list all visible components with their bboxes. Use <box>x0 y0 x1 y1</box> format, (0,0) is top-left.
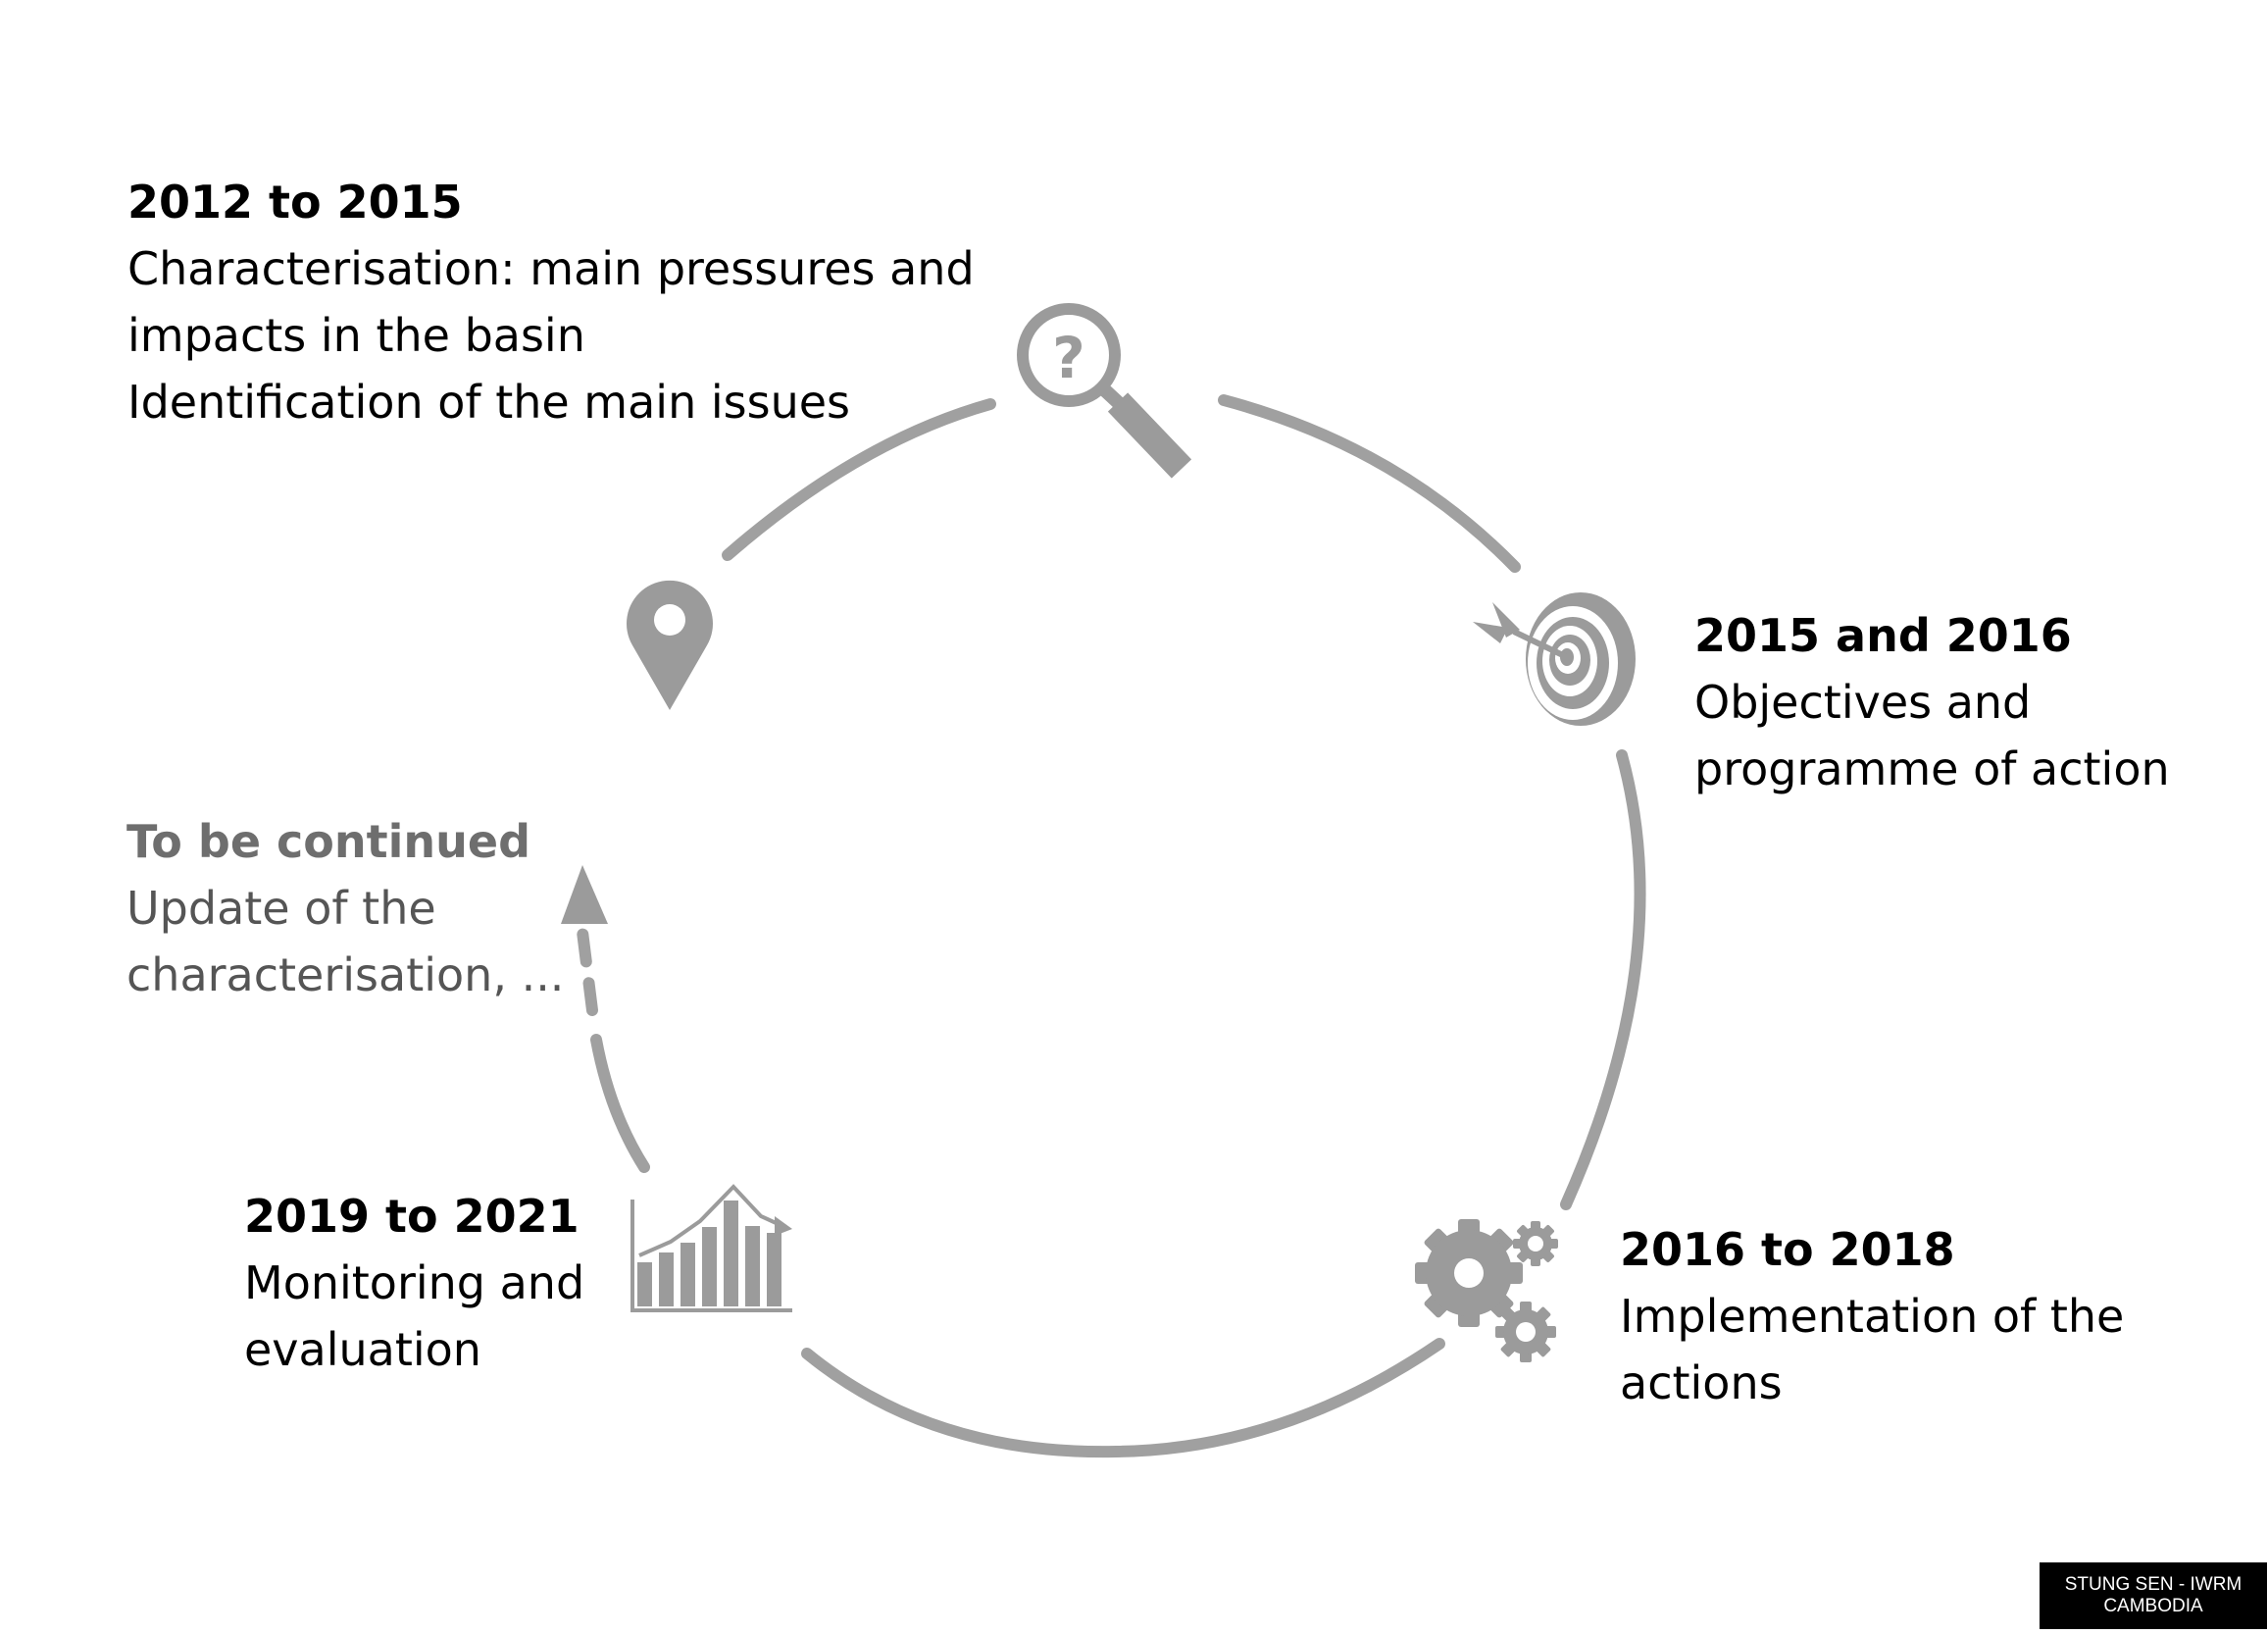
stage-description-line: Objectives and <box>1694 676 2032 729</box>
svg-text:?: ? <box>1052 325 1085 391</box>
stage-period: 2016 to 2018 <box>1620 1223 1955 1276</box>
stage-description-line: evaluation <box>244 1323 481 1376</box>
badge-line-1: STUNG SEN - IWRM <box>2064 1574 2243 1595</box>
stage-period: 2015 and 2016 <box>1694 609 2072 662</box>
stage-description-line: impacts in the basin <box>127 309 585 362</box>
stage-description-line: Monitoring and <box>244 1256 585 1309</box>
stage-description-line: Update of the <box>126 882 436 935</box>
stage-monitoring: 2019 to 2021 Monitoring and evaluation <box>244 1183 584 1383</box>
stage-description-line: Identification of the main issues <box>127 376 850 429</box>
stage-description-line: Implementation of the <box>1620 1290 2125 1343</box>
stage-period: To be continued <box>126 815 531 868</box>
target-icon <box>1473 592 1636 726</box>
stage-implementation: 2016 to 2018 Implementation of the actio… <box>1620 1216 2124 1416</box>
stage-period: 2012 to 2015 <box>127 176 463 229</box>
arc-left-dashed <box>577 926 598 1016</box>
arc-top-right <box>1218 394 1521 573</box>
cycle-arcs <box>577 394 1646 1458</box>
stage-objectives: 2015 and 2016 Objectives and programme o… <box>1694 602 2170 802</box>
stage-description-line: programme of action <box>1694 742 2170 795</box>
arc-left-solid <box>590 1034 650 1173</box>
stage-description-line: characterisation, ... <box>126 948 565 1001</box>
map-pin-icon <box>627 580 713 710</box>
stage-to-be-continued: To be continued Update of the characteri… <box>126 808 564 1008</box>
stage-description-line: actions <box>1620 1356 1783 1409</box>
gears-icon <box>1415 1219 1558 1362</box>
arc-top-left <box>722 398 996 561</box>
stage-characterisation: 2012 to 2015 Characterisation: main pres… <box>127 169 975 435</box>
magnifier-question-icon: ? <box>1017 303 1192 479</box>
arrow-up-icon <box>561 865 608 924</box>
source-badge: STUNG SEN - IWRM CAMBODIA <box>2040 1562 2267 1629</box>
stage-period: 2019 to 2021 <box>244 1190 580 1243</box>
stage-description-line: Characterisation: main pressures and <box>127 242 975 295</box>
bar-chart-icon <box>630 1184 792 1312</box>
arc-right <box>1560 749 1646 1210</box>
arc-bottom <box>801 1338 1445 1458</box>
badge-line-2: CAMBODIA <box>2103 1596 2203 1616</box>
